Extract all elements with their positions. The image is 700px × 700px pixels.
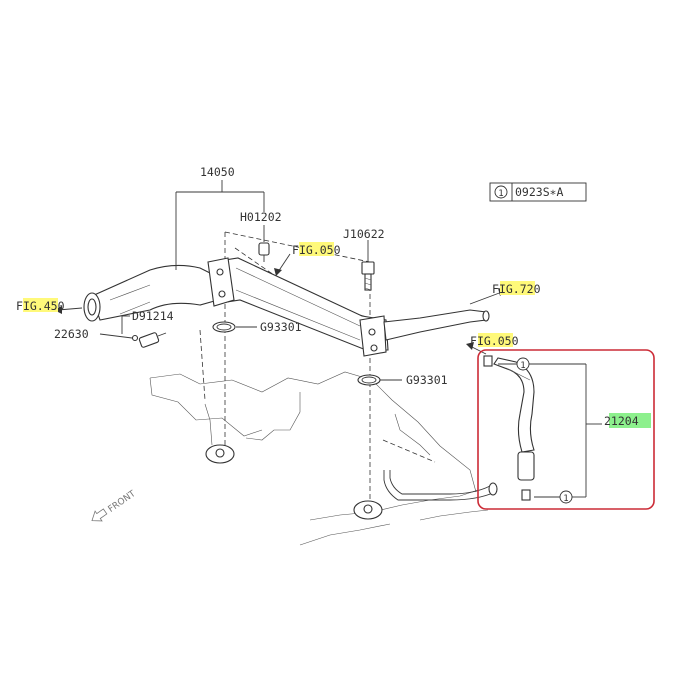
callout-lines bbox=[99, 180, 402, 381]
box-callout-lines bbox=[498, 363, 602, 498]
mount-boss-left bbox=[205, 444, 235, 464]
fig-ref-050-right: FIG.050 bbox=[470, 334, 519, 348]
front-label: FRONT bbox=[107, 489, 138, 515]
highlight-box bbox=[477, 349, 655, 510]
fig-ref-050-top: FIG.050 bbox=[292, 243, 341, 257]
lower-pipe bbox=[383, 470, 498, 501]
highlight-fig450 bbox=[23, 298, 58, 312]
part-label-j10622: J10622 bbox=[343, 227, 385, 241]
marker-1-bottom: 1 bbox=[559, 490, 573, 504]
fig-ref-450: FIG.450 bbox=[16, 299, 65, 313]
bolt-h01202 bbox=[258, 242, 270, 262]
highlight-fig050-right bbox=[478, 333, 513, 347]
part-label-g93301-right: G93301 bbox=[406, 373, 448, 387]
part-label-22630: 22630 bbox=[54, 327, 89, 341]
engine-block-outline bbox=[149, 371, 489, 546]
part-label-14050: 14050 bbox=[200, 165, 235, 179]
part-label-h01202: H01202 bbox=[240, 210, 282, 224]
fig-arrows bbox=[54, 253, 506, 355]
legend-code: 0923S∗A bbox=[515, 185, 564, 199]
gasket-left bbox=[212, 321, 236, 333]
bolt-j10622 bbox=[361, 261, 375, 291]
marker-text: 1 bbox=[563, 494, 568, 504]
highlight-fig720 bbox=[500, 281, 535, 295]
front-indicator: FRONT bbox=[91, 489, 138, 522]
part-label-d91214: D91214 bbox=[132, 309, 174, 323]
highlight-21204 bbox=[609, 413, 651, 428]
gasket-right bbox=[357, 374, 381, 386]
temperature-sensor bbox=[131, 332, 167, 348]
hose-21204 bbox=[483, 355, 535, 501]
water-pipe-assembly bbox=[83, 257, 490, 357]
marker-text: 1 bbox=[520, 361, 525, 371]
legend-box: 1 0923S∗A bbox=[489, 182, 587, 202]
legend-number: 1 bbox=[498, 189, 503, 199]
part-label-g93301-left: G93301 bbox=[260, 320, 302, 334]
mount-boss-right bbox=[353, 500, 383, 520]
part-label-21204: 21204 bbox=[604, 414, 639, 428]
fig-ref-720: FIG.720 bbox=[492, 282, 541, 296]
marker-1-top: 1 bbox=[516, 357, 530, 371]
highlight-fig050-top bbox=[299, 242, 334, 256]
